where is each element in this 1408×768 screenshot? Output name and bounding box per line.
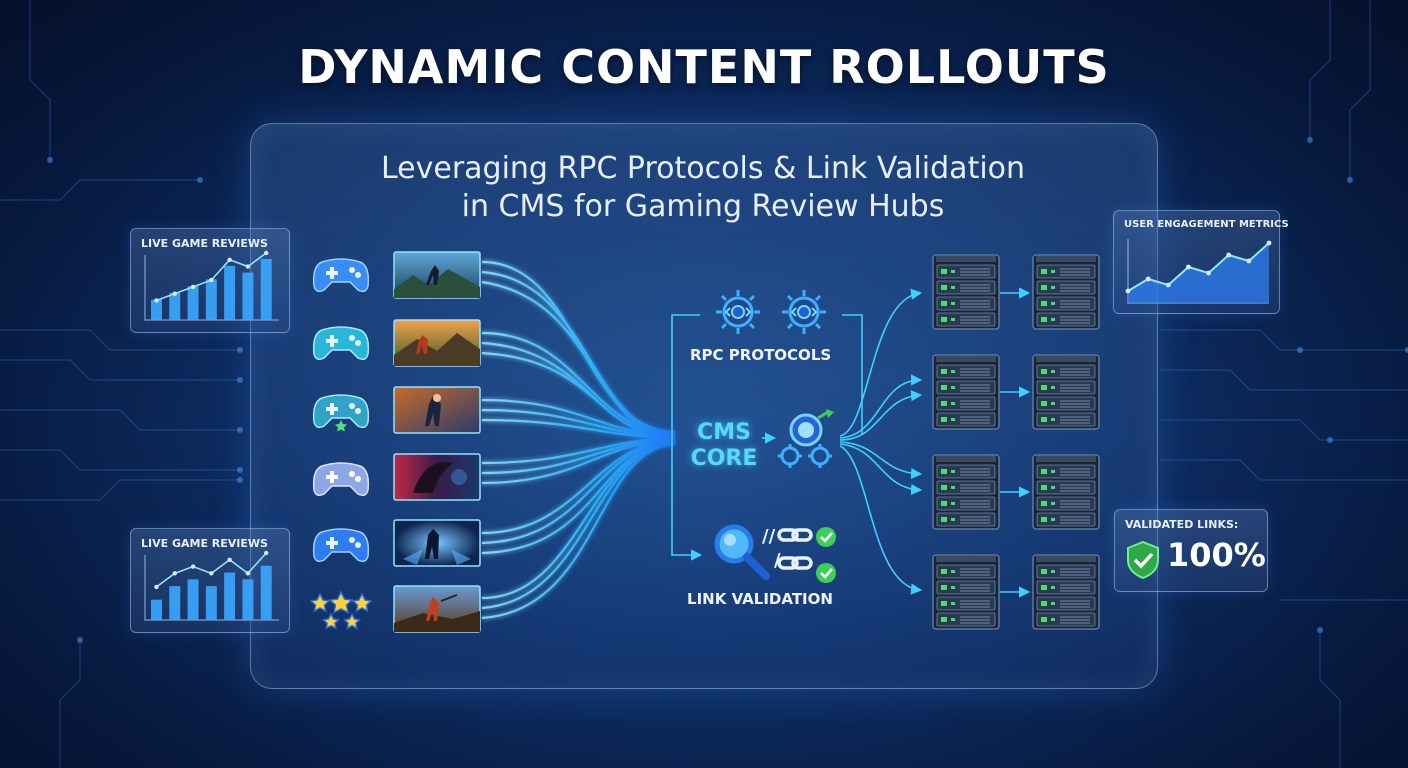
chart-bar xyxy=(151,299,162,320)
chart-bar xyxy=(151,599,162,620)
chart-point xyxy=(209,571,214,576)
rpc-protocols-label: RPC PROTOCOLS xyxy=(690,346,832,364)
game-thumbnail-3 xyxy=(393,386,481,434)
chart-bar xyxy=(169,586,181,620)
reviews-chart xyxy=(144,250,279,321)
gamepad-icon xyxy=(312,462,370,497)
chart-bar xyxy=(205,586,217,620)
chart-point xyxy=(245,264,251,269)
server-rack-icon xyxy=(932,554,1000,630)
chart-point xyxy=(245,571,251,576)
live-game-reviews-card: LIVE GAME REVIEWS xyxy=(130,228,290,333)
chart-point xyxy=(1145,276,1151,282)
card-label: USER ENGAGEMENT METRICS xyxy=(1124,219,1289,230)
engagement-chart xyxy=(1125,239,1272,304)
chart-point xyxy=(154,298,159,303)
server-rack-icon xyxy=(1032,354,1100,430)
gear-icon xyxy=(716,290,760,334)
chart-bar xyxy=(260,565,272,620)
card-label: VALIDATED LINKS: xyxy=(1125,518,1239,531)
cms-core-line-2: CORE xyxy=(690,446,758,471)
server-rack-icon xyxy=(1032,254,1100,330)
chart-bar xyxy=(205,279,217,320)
gamepad-icon xyxy=(312,326,370,361)
validated-value: 100% xyxy=(1167,536,1266,574)
gamepad-icon xyxy=(312,258,370,293)
chart-area xyxy=(1128,243,1269,303)
check-icon xyxy=(816,563,836,583)
cms-core-label: CMS CORE xyxy=(688,420,760,472)
subtitle-line-1: Leveraging RPC Protocols & Link Validati… xyxy=(380,151,1026,186)
chart-point xyxy=(1246,258,1252,264)
page-title: DYNAMIC CONTENT ROLLOUTS xyxy=(298,40,1110,94)
game-thumbnail-5 xyxy=(393,519,481,567)
chart-point xyxy=(1165,282,1171,288)
chart-bar xyxy=(242,579,254,620)
chart-bar xyxy=(187,286,199,320)
server-rack-icon xyxy=(932,254,1000,330)
server-rack-icon xyxy=(1032,454,1100,530)
card-label: LIVE GAME REVIEWS xyxy=(141,237,268,250)
chart-point xyxy=(1186,264,1191,270)
content-beams xyxy=(481,260,676,620)
chart-point xyxy=(264,550,269,556)
chart-bar xyxy=(260,259,272,320)
chart-point xyxy=(264,250,269,256)
chart-point xyxy=(1125,288,1131,294)
chart-bar xyxy=(169,292,181,320)
live-game-reviews-card: LIVE GAME REVIEWS xyxy=(130,528,290,633)
chart-point xyxy=(209,277,214,283)
chart-point xyxy=(1226,252,1232,258)
chart-point xyxy=(190,284,196,290)
gear-icon xyxy=(782,290,826,334)
chart-bar xyxy=(187,579,199,620)
gamepad-star-icon xyxy=(312,394,370,432)
chart-point xyxy=(227,557,232,562)
server-connectors xyxy=(839,287,1031,598)
chart-point xyxy=(1206,270,1211,276)
server-rack-icon xyxy=(1032,554,1100,630)
chart-bar xyxy=(224,265,236,320)
reviews-chart xyxy=(144,550,279,621)
user-engagement-card: USER ENGAGEMENT METRICS xyxy=(1113,210,1289,314)
chart-point xyxy=(154,584,159,590)
svg-text://: // xyxy=(762,526,776,547)
server-rack-icon xyxy=(932,354,1000,430)
svg-text:/: / xyxy=(774,550,781,571)
magnifier-icon: // / xyxy=(714,524,781,580)
chart-bar xyxy=(224,572,236,620)
core-connectors xyxy=(671,314,863,561)
chart-point xyxy=(1266,240,1272,246)
shield-check-icon xyxy=(1127,540,1159,580)
link-validation-label: LINK VALIDATION xyxy=(687,590,833,608)
card-label: LIVE GAME REVIEWS xyxy=(141,537,268,550)
cms-core-icon xyxy=(778,409,834,468)
chart-point xyxy=(190,564,196,569)
chart-point xyxy=(172,571,177,576)
cms-core-line-1: CMS xyxy=(697,420,751,445)
chart-trend-line xyxy=(1127,242,1270,292)
subtitle-line-2: in CMS for Gaming Review Hubs xyxy=(461,189,945,224)
game-thumbnail-2 xyxy=(393,319,481,367)
gamepad-icon xyxy=(312,528,370,563)
chart-point xyxy=(227,257,232,262)
subtitle: Leveraging RPC Protocols & Link Validati… xyxy=(250,150,1156,226)
chain-link-icon xyxy=(777,528,813,570)
check-icon xyxy=(816,527,836,547)
validated-links-card: VALIDATED LINKS: 100% xyxy=(1114,509,1268,592)
stars-icon xyxy=(310,590,372,630)
game-thumbnail-4 xyxy=(393,453,481,501)
game-thumbnail-6 xyxy=(393,585,481,633)
server-rack-icon xyxy=(932,454,1000,530)
chart-bar xyxy=(242,272,254,320)
chart-point xyxy=(172,291,177,296)
game-thumbnail-1 xyxy=(393,251,481,299)
